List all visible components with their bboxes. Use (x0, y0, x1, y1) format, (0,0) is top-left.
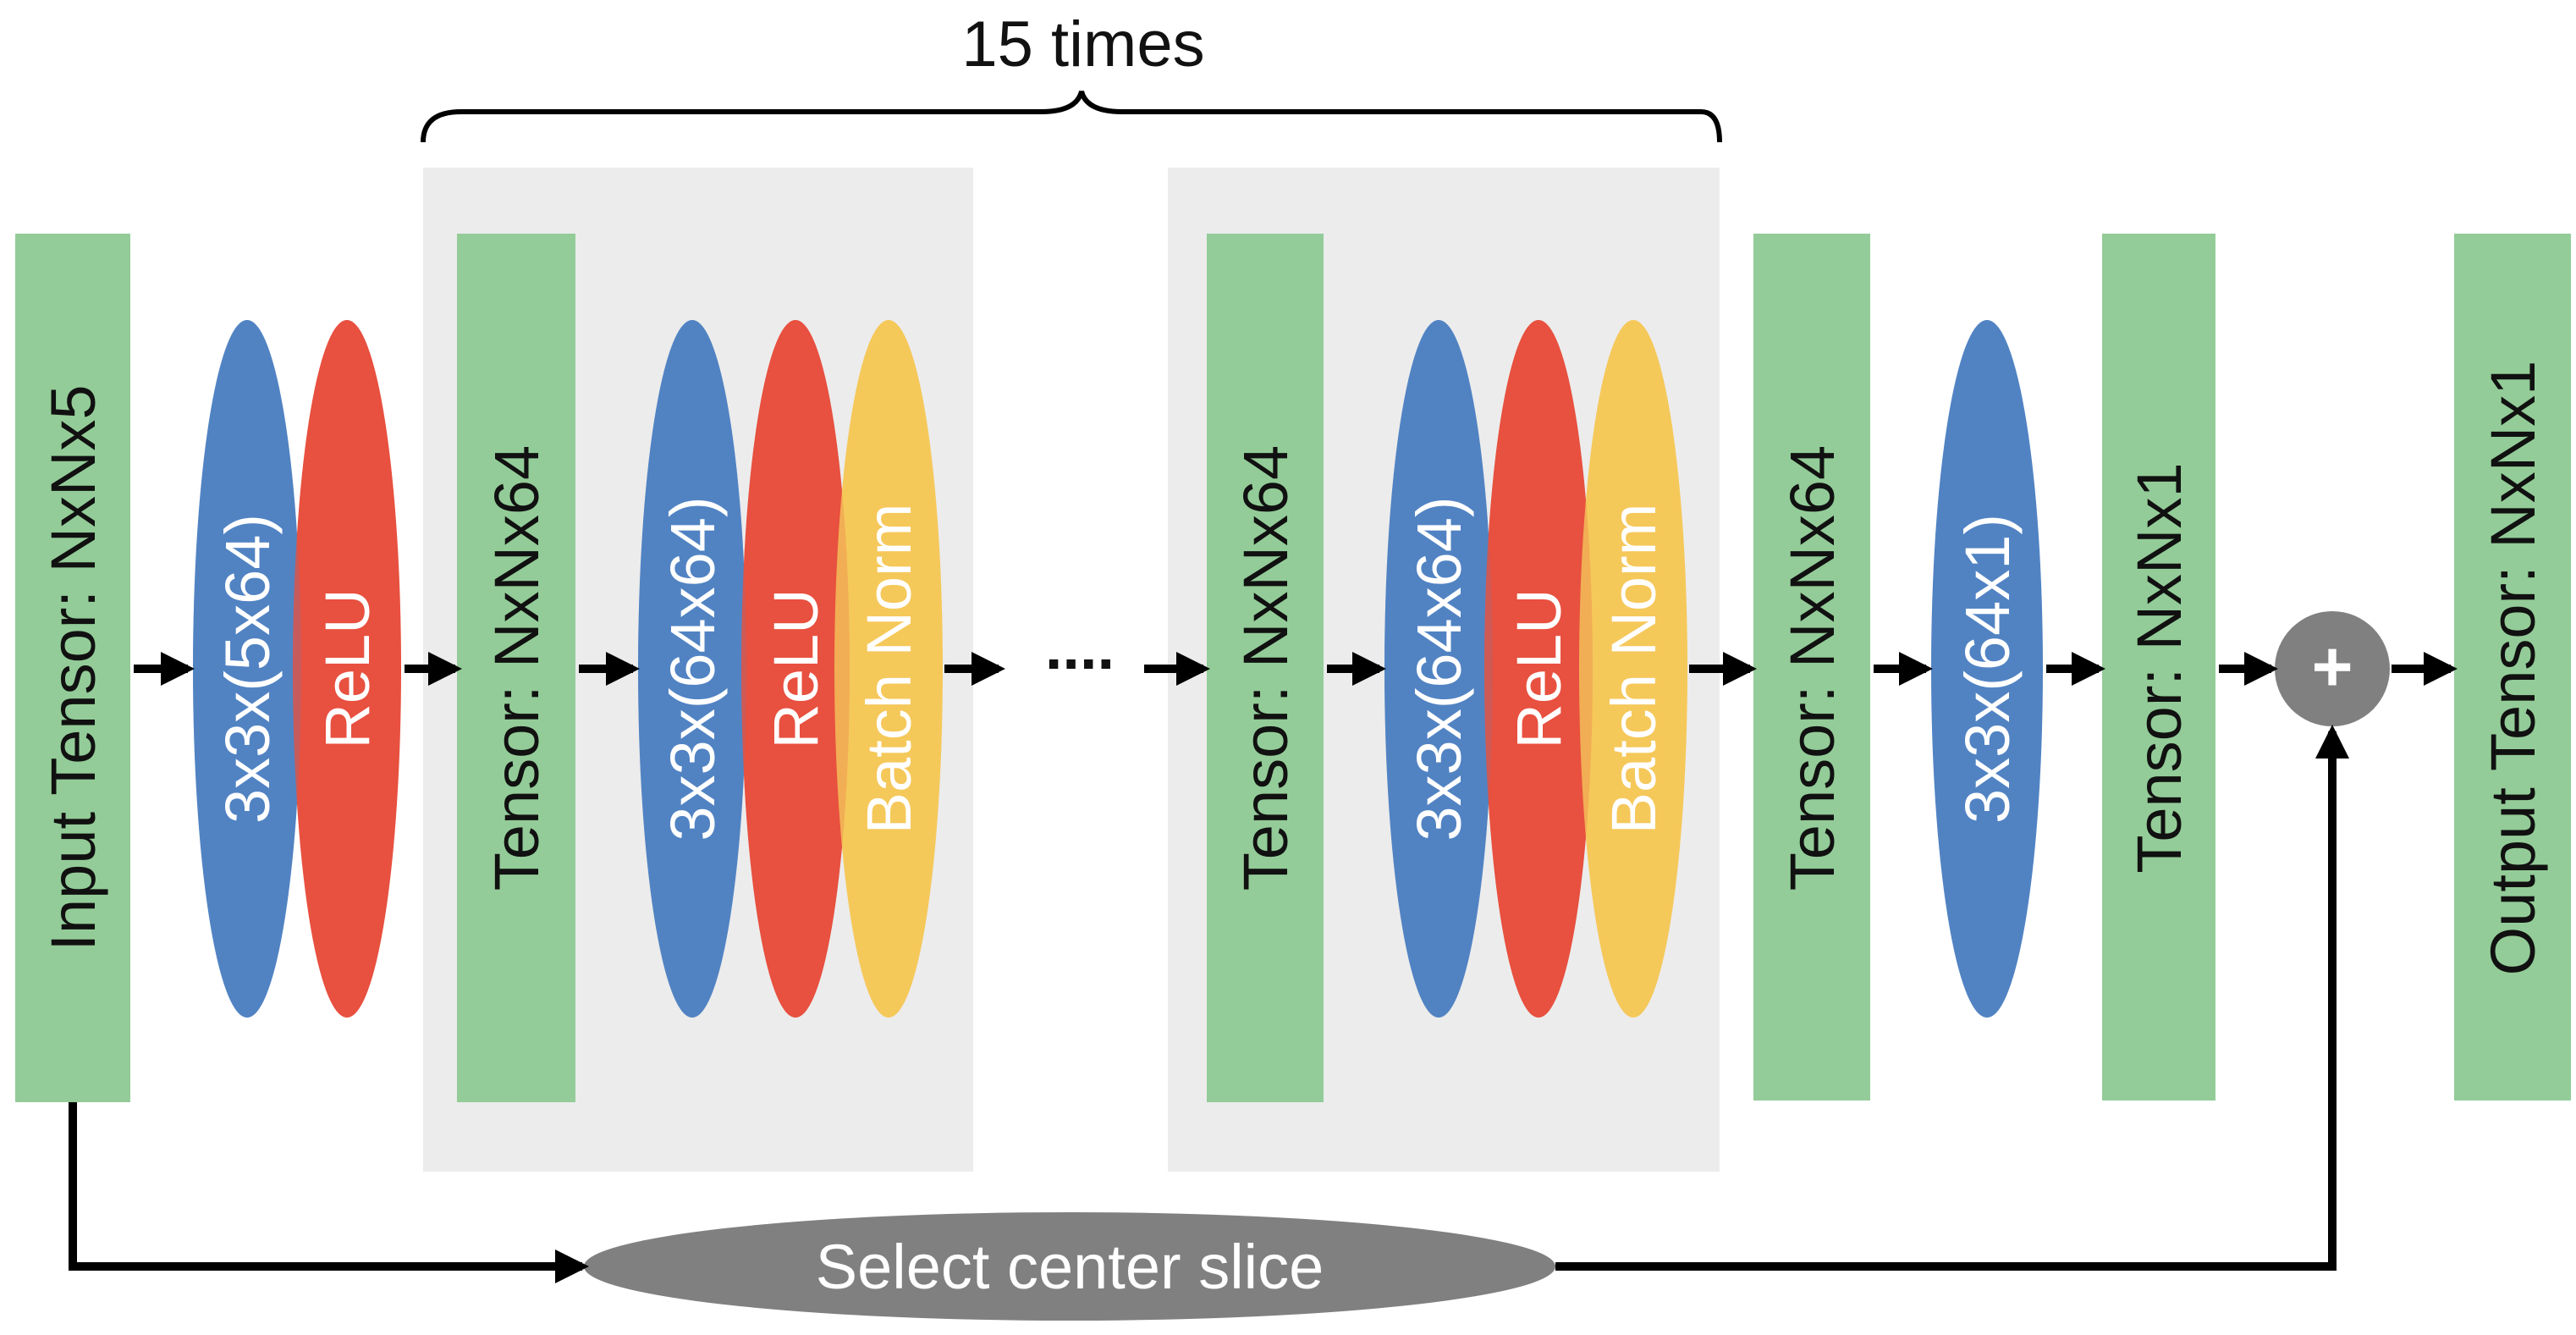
ellipsis: .... (1045, 612, 1115, 682)
block1-tensor (457, 234, 575, 1102)
block1-overlap-a (638, 320, 746, 1018)
conv-in-ellipse (193, 320, 301, 1018)
conv-mid-label-1: 3x3x(64x64) (658, 496, 728, 841)
output-tensor-label: Output Tensor: NxNx1 (2478, 361, 2548, 976)
conv-in-label: 3x3x(5x64) (212, 514, 283, 824)
select-slice-node (584, 1212, 1555, 1321)
batch-norm-label-2: Batch Norm (1599, 504, 1669, 835)
conv-out-ellipse (1931, 320, 2043, 1018)
pre-output-tensor-label: Tensor: NxNx1 (2124, 462, 2194, 873)
relu-ellipse-2 (741, 320, 850, 1018)
pre-output-tensor (2102, 234, 2215, 1101)
relu-label-3: ReLU (1504, 588, 1574, 748)
conv-mid-ellipse-2 (1384, 320, 1493, 1018)
repeat-label: 15 times (961, 8, 1204, 80)
block2-overlap-b (1484, 320, 1593, 1018)
block2-tensor-label: Tensor: NxNx64 (1230, 445, 1301, 891)
block1-overlap-b (741, 320, 850, 1018)
conv-in-overlap (193, 320, 301, 1018)
after-tensor-label: Tensor: NxNx64 (1777, 445, 1847, 891)
skip-arrow-to-add (1555, 725, 2349, 1271)
relu-label-1: ReLU (312, 588, 383, 748)
relu-ellipse-3 (1484, 320, 1593, 1018)
skip-arrow-to-select (69, 1102, 589, 1283)
batch-norm-label-1: Batch Norm (854, 504, 924, 835)
add-node (2275, 611, 2390, 726)
batch-norm-ellipse-1 (834, 320, 943, 1018)
after-tensor (1753, 234, 1870, 1101)
batch-norm-ellipse-2 (1579, 320, 1687, 1018)
conv-mid-label-2: 3x3x(64x64) (1404, 496, 1474, 841)
input-tensor (15, 234, 130, 1102)
block2-overlap-a (1384, 320, 1493, 1018)
add-symbol: + (2311, 626, 2353, 706)
output-tensor (2454, 234, 2571, 1101)
block2-tensor (1207, 234, 1324, 1102)
repeat-brace (421, 91, 1722, 143)
conv-mid-ellipse-1 (638, 320, 746, 1018)
input-tensor-label: Input Tensor: NxNx5 (38, 384, 108, 951)
conv-out-label: 3x3x(64x1) (1952, 514, 2023, 824)
relu-label-2: ReLU (761, 588, 831, 748)
relu-ellipse-1 (293, 320, 401, 1018)
select-slice-label: Select center slice (816, 1232, 1324, 1302)
block1-tensor-label: Tensor: NxNx64 (482, 445, 552, 891)
